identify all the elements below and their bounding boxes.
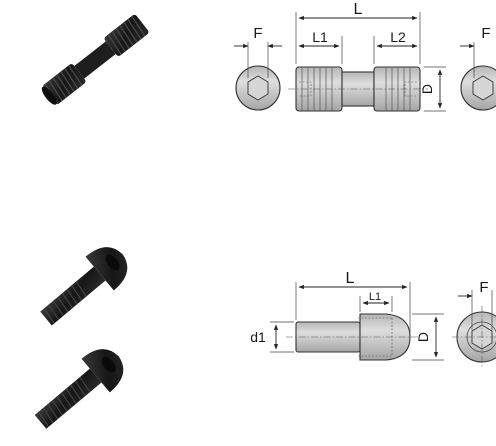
button-head-screw-photo-1 <box>40 247 128 326</box>
bottom-f-label: F <box>479 279 488 296</box>
top-side-view <box>288 66 428 112</box>
bottom-side-view <box>286 313 420 361</box>
top-d-label: D <box>419 84 435 94</box>
bottom-l1-label: L1 <box>369 291 381 303</box>
top-l2-label: L2 <box>390 29 406 45</box>
top-end-view-right <box>460 42 496 111</box>
double-end-screw-photo <box>41 14 149 105</box>
top-f-right-label: F <box>481 25 490 42</box>
bottom-d-label: D <box>415 332 431 342</box>
button-head-screw-photo-2 <box>34 349 124 429</box>
top-l1-label: L1 <box>312 29 328 45</box>
bottom-l-label: L <box>346 270 355 287</box>
bottom-end-view <box>452 290 496 368</box>
bottom-d1-label: d1 <box>250 329 266 345</box>
top-l-label: L <box>354 1 363 18</box>
top-f-left-label: F <box>253 25 262 42</box>
top-end-view-left <box>234 42 282 111</box>
